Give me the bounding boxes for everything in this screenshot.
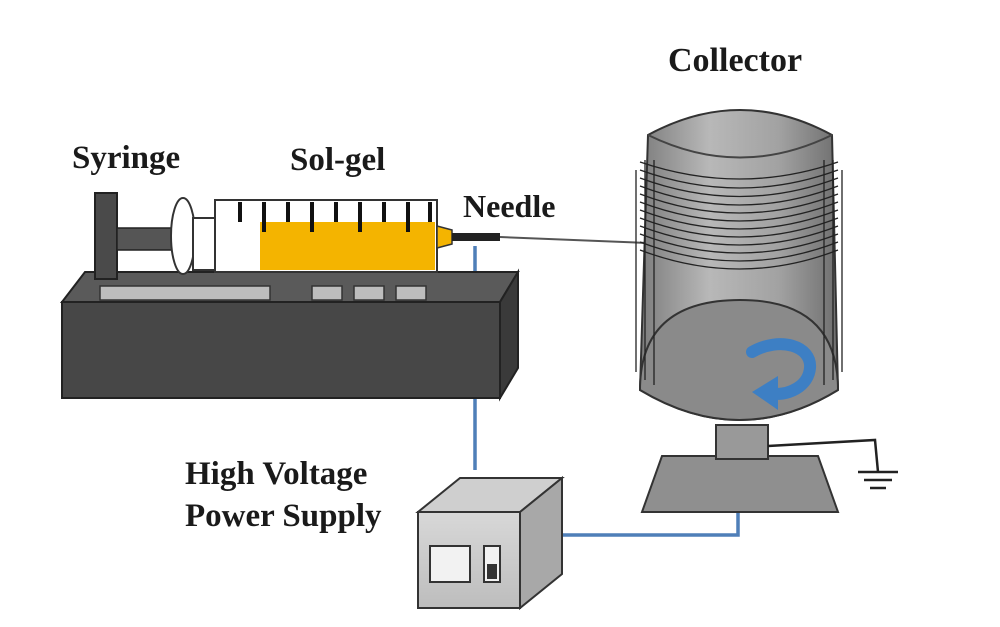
needle-label: Needle (463, 188, 556, 224)
collector-drum-top (647, 134, 833, 159)
plunger-rod (116, 227, 178, 251)
rotation-arrow-icon (746, 338, 816, 410)
pump-slot (99, 285, 271, 301)
collector-neck (715, 424, 769, 460)
pump-side-face (499, 268, 519, 402)
syringe-label: Syringe (72, 140, 181, 176)
power-supply-switch-lever (487, 564, 497, 579)
pump-front-face (61, 301, 501, 399)
needle (452, 233, 500, 241)
sol-gel-fill (260, 222, 435, 270)
drum-collector-icon (635, 109, 843, 513)
plunger-flange (170, 197, 196, 275)
power-supply-side (519, 475, 563, 611)
syringe-icon (170, 197, 500, 275)
collector-label: Collector (668, 42, 803, 79)
syringe-tip (436, 225, 453, 249)
power-supply-label-line2: Power Supply (185, 498, 382, 534)
pump-button-1 (311, 285, 343, 301)
power-supply-label-line1: High Voltage (185, 456, 368, 492)
pump-button-3 (395, 285, 427, 301)
plunger-head (192, 217, 218, 271)
pump-pusher-block (94, 192, 118, 280)
collector-fiber-windings (635, 160, 843, 385)
power-supply-label: High Voltage Power Supply (185, 453, 382, 537)
syringe-pump-icon (59, 192, 520, 402)
syringe-graduations (238, 202, 432, 232)
pump-button-2 (353, 285, 385, 301)
power-supply-box-icon (415, 475, 565, 611)
collector-wire (560, 513, 740, 537)
collector-base (640, 455, 840, 513)
ground-symbol-icon (767, 438, 898, 490)
power-supply-display (429, 545, 471, 583)
electrospinning-jet (499, 236, 649, 244)
sol-gel-label: Sol-gel (290, 142, 386, 178)
